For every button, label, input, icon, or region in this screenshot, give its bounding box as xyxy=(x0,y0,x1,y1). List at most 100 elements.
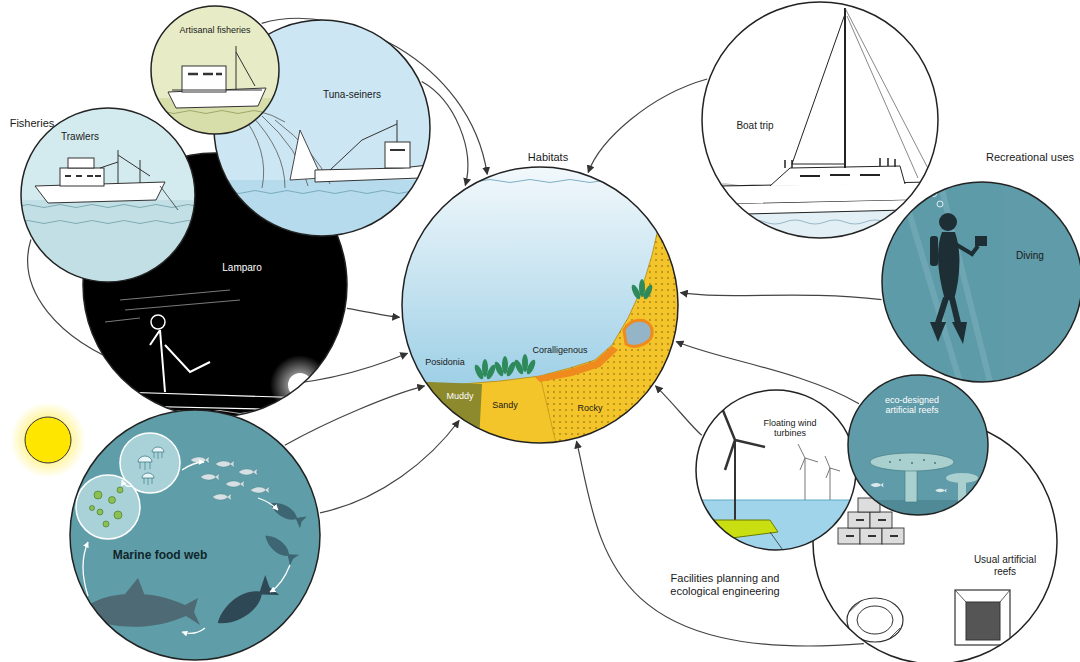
wind-turbine-illustration xyxy=(696,390,856,550)
habitat-circle: Habitats xyxy=(402,167,678,443)
eco-reef-illustration xyxy=(889,459,936,464)
influence-arrow xyxy=(588,79,707,173)
diver-illustration xyxy=(930,236,938,266)
eco-reef-illustration xyxy=(923,459,925,461)
node-label: Tuna-seiners xyxy=(323,89,381,101)
eco-reef-illustration xyxy=(889,461,891,463)
sun-illustration xyxy=(10,402,86,478)
trawler-illustration xyxy=(20,205,196,208)
food-web-illustration xyxy=(261,530,299,565)
diver-illustration xyxy=(930,213,987,344)
food-web-illustration xyxy=(97,509,103,515)
usual-reef-illustration xyxy=(858,498,880,512)
wind-turbine-illustration xyxy=(708,520,778,540)
habitat-illustration xyxy=(400,180,680,183)
food-web-illustration xyxy=(76,433,307,633)
boat-trip-illustration xyxy=(705,220,925,224)
diver-illustration xyxy=(936,184,940,188)
food-web-illustration xyxy=(239,469,258,476)
facility-circle: Floating wind turbines xyxy=(696,390,856,550)
habitat-illustration xyxy=(525,358,537,375)
food-web-illustration xyxy=(216,461,235,468)
habitat-illustration xyxy=(402,167,678,443)
trawler-illustration xyxy=(60,168,104,186)
diver-illustration xyxy=(952,322,967,344)
eco-reef-illustration xyxy=(935,488,946,492)
node-label: Artisanal fisheries xyxy=(179,25,250,35)
food-web-illustration xyxy=(83,462,290,633)
lamparo-illustration xyxy=(150,330,210,392)
artisanal-boat-illustration xyxy=(151,6,279,134)
lamparo-illustration xyxy=(151,315,165,329)
habitat-illustration xyxy=(660,190,684,222)
wind-turbine-illustration xyxy=(798,444,840,500)
group-heading: Facilities planning and ecological engin… xyxy=(655,572,795,597)
lamparo-illustration xyxy=(105,290,240,322)
diver-illustration xyxy=(882,182,1080,382)
artisanal-boat-illustration xyxy=(172,46,262,90)
tuna-seiner-illustration xyxy=(390,149,405,151)
trawler-illustration xyxy=(21,108,195,282)
diver-illustration xyxy=(882,182,1080,382)
wind-turbine-illustration xyxy=(700,532,790,560)
diver-illustration xyxy=(938,298,958,323)
food-web-illustration xyxy=(83,542,88,596)
group-heading: Recreational uses xyxy=(986,151,1074,164)
food-web-illustration xyxy=(90,506,95,511)
usual-reef-illustration xyxy=(838,498,1010,645)
wind-turbine-illustration xyxy=(722,408,765,470)
lamparo-illustration xyxy=(120,392,310,410)
trawler-illustration xyxy=(65,175,101,177)
eco-reef-illustration xyxy=(934,462,936,464)
diver-illustration xyxy=(938,232,959,300)
food-web-illustration xyxy=(70,410,320,660)
diver-illustration xyxy=(882,182,1080,382)
eco-reef-illustration xyxy=(899,459,901,461)
food-web-illustration xyxy=(267,497,307,528)
usual-reef-illustration xyxy=(838,498,904,544)
diver-illustration xyxy=(952,242,978,254)
fishery-circle: Trawlers xyxy=(21,108,195,282)
boat-trip-illustration xyxy=(800,175,880,176)
habitat-illustration xyxy=(473,279,654,381)
boat-trip-illustration xyxy=(700,8,940,242)
eco-reef-illustration xyxy=(848,375,988,515)
trawler-illustration xyxy=(160,186,178,210)
food-web-illustration xyxy=(191,457,270,501)
food-web-illustration xyxy=(226,481,245,488)
food-web-illustration xyxy=(114,511,122,519)
food-web-illustration xyxy=(138,456,152,462)
food-web-illustration xyxy=(182,462,204,470)
usual-reef-illustration xyxy=(966,602,1000,640)
group-heading: Fisheries xyxy=(10,117,55,130)
food-web-illustration xyxy=(213,494,232,501)
diver-illustration xyxy=(939,213,957,231)
diver-illustration xyxy=(900,182,990,382)
food-web-illustration xyxy=(251,487,270,494)
food-web-illustration xyxy=(211,575,280,633)
diver-illustration xyxy=(975,236,987,246)
trawler-illustration xyxy=(100,150,150,184)
artisanal-boat-illustration xyxy=(188,73,222,76)
eco-reef-illustration xyxy=(848,375,988,515)
usual-reef-illustration xyxy=(846,520,898,536)
boat-trip-illustration xyxy=(735,200,915,214)
food-web-illustration xyxy=(76,475,140,539)
node-label: eco-designed artificial reefs xyxy=(876,395,948,416)
food-web-circle: Marine food web xyxy=(70,410,320,660)
food-web-illustration xyxy=(182,628,205,633)
food-web-illustration xyxy=(201,474,220,481)
eco-reef-illustration xyxy=(911,462,913,464)
node-label: Usual artificial reefs xyxy=(967,554,1043,577)
boat-trip-illustration xyxy=(770,166,905,186)
habitat-illustration xyxy=(540,170,700,460)
wind-turbine-illustration xyxy=(694,500,858,501)
boat-trip-illustration xyxy=(702,2,938,238)
sun-illustration xyxy=(25,417,71,463)
boat-trip-illustration xyxy=(702,2,938,238)
boat-trip-illustration xyxy=(844,8,846,168)
lamparo-illustration xyxy=(90,290,330,415)
habitat-illustration xyxy=(400,165,700,460)
tuna-seiner-illustration xyxy=(385,142,410,168)
food-web-illustration xyxy=(142,473,154,478)
